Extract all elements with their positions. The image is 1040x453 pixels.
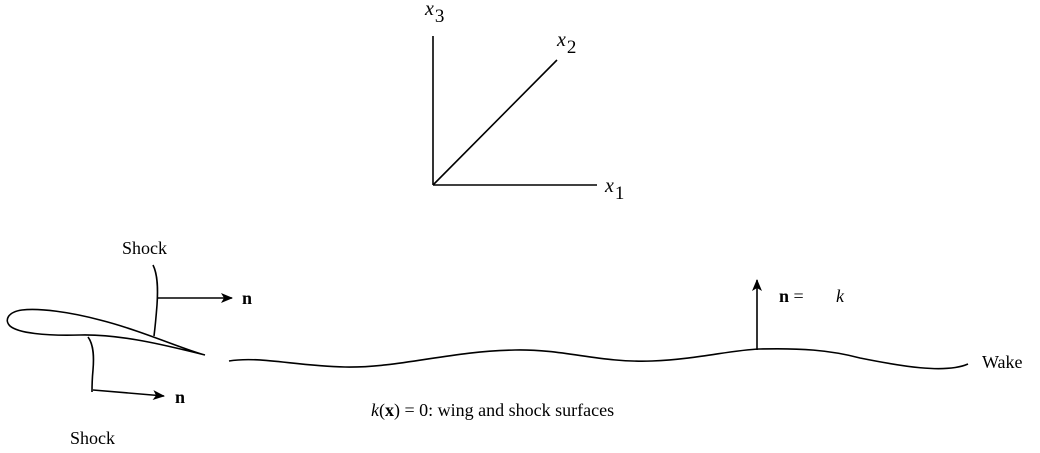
upper-normal-label: n <box>242 288 252 308</box>
x3-axis-label: x3 <box>424 0 444 27</box>
x1-axis-label: x1 <box>604 175 624 204</box>
lower-shock-normal-arrow <box>92 389 165 401</box>
x2-axis-label: x2 <box>556 29 576 58</box>
lower-shock-label: Shock <box>70 428 115 448</box>
upper-shock-label: Shock <box>122 238 167 258</box>
lower-normal-label: n <box>175 387 185 407</box>
x2-axis <box>432 59 558 186</box>
airfoil-wing <box>6 308 206 356</box>
coordinate-axes: x1 x2 x3 <box>424 0 624 204</box>
equation-caption: k(x) = 0: wing and shock surfaces <box>371 400 614 421</box>
wake-surface <box>228 347 969 370</box>
wake-label: Wake <box>982 352 1023 372</box>
lower-shock-surface <box>87 336 95 393</box>
upper-shock-surface <box>152 264 159 337</box>
wake-normal-label: n =k <box>779 286 845 306</box>
